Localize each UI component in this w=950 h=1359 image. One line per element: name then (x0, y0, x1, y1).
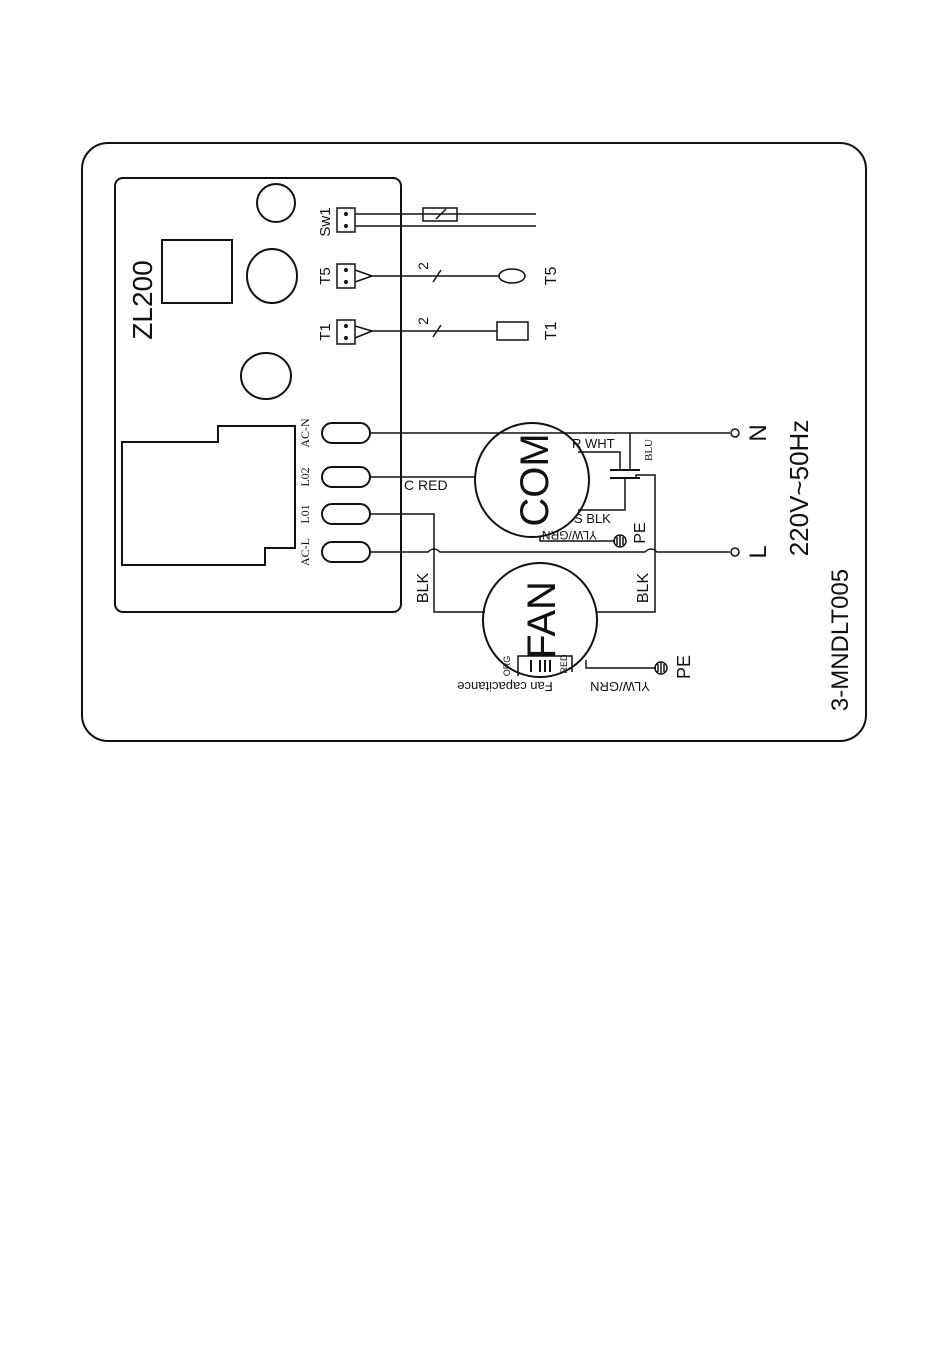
compressor-cap-wire-label: BLU (643, 439, 655, 461)
t1-sensor (497, 322, 528, 340)
connector-t5-label: T5 (317, 267, 334, 285)
terminal-ac-l-label: AC-L (298, 538, 312, 566)
supply-label: 220V~50Hz (784, 420, 814, 557)
t5-wire-count: 2 (415, 262, 431, 270)
control-board: ZL200 (115, 178, 401, 612)
connector-t1-label: T1 (317, 323, 334, 341)
fan-motor: FAN BLK ORG RED Fan capacitance YLW/GRN … (457, 552, 694, 694)
terminal-l01: L01 (298, 504, 370, 524)
compressor-r-wire-label: R WHT (572, 436, 615, 451)
t1-wire-count: 2 (415, 317, 431, 325)
fan-ground-label: PE (674, 655, 694, 679)
board-hole-2 (247, 249, 297, 303)
drawing-number: 3-MNDLT005 (827, 569, 854, 711)
terminal-ac-n: AC-N (298, 418, 370, 448)
fan-cap-wire-a-label: ORG (502, 656, 512, 677)
board-square-component (162, 240, 232, 303)
board-hole-3 (241, 353, 291, 399)
compressor-ground-label: PE (632, 522, 649, 543)
live-terminal-dot (731, 548, 739, 556)
t5-sensor (499, 269, 525, 283)
fan-wire-right-label: BLK (635, 573, 652, 604)
terminal-l01-label: L01 (298, 504, 312, 523)
terminal-ac-n-label: AC-N (298, 418, 312, 448)
terminal-l02-label: L02 (298, 467, 312, 486)
t1-sensor-label: T1 (543, 322, 560, 341)
compressor-ground-wire-label: YLW/GRN (542, 528, 597, 542)
compressor: COM C RED R WHT S BLK BLU YLW/GRN PE (370, 423, 655, 552)
fan-cap-wire-b-label: RED (559, 654, 569, 674)
board-model-label: ZL200 (127, 260, 158, 339)
connector-sw1-label: Sw1 (317, 207, 334, 236)
fan-label: FAN (520, 581, 564, 659)
terminal-l02: L02 (298, 467, 370, 487)
fan-ground-wire-label: YLW/GRN (590, 679, 650, 694)
fan-cap-label: Fan capacitance (457, 679, 552, 694)
board-hole-1 (257, 184, 295, 222)
neutral-label: N (745, 424, 772, 441)
live-label: L (745, 545, 772, 558)
board-relay-block (122, 426, 295, 565)
connector-t5: T5 2 T5 (317, 262, 560, 288)
connector-t1: T1 2 T1 (317, 317, 560, 344)
live-line (370, 549, 730, 552)
terminal-ac-l: AC-L (298, 538, 370, 566)
compressor-label: COM (513, 433, 557, 526)
t5-sensor-label: T5 (543, 267, 560, 286)
neutral-terminal-dot (731, 429, 739, 437)
compressor-c-wire-label: C RED (404, 477, 448, 493)
connector-sw1: Sw1 (317, 207, 536, 236)
fan-wire-left-label: BLK (415, 573, 432, 604)
compressor-s-wire-label: S BLK (574, 511, 611, 526)
